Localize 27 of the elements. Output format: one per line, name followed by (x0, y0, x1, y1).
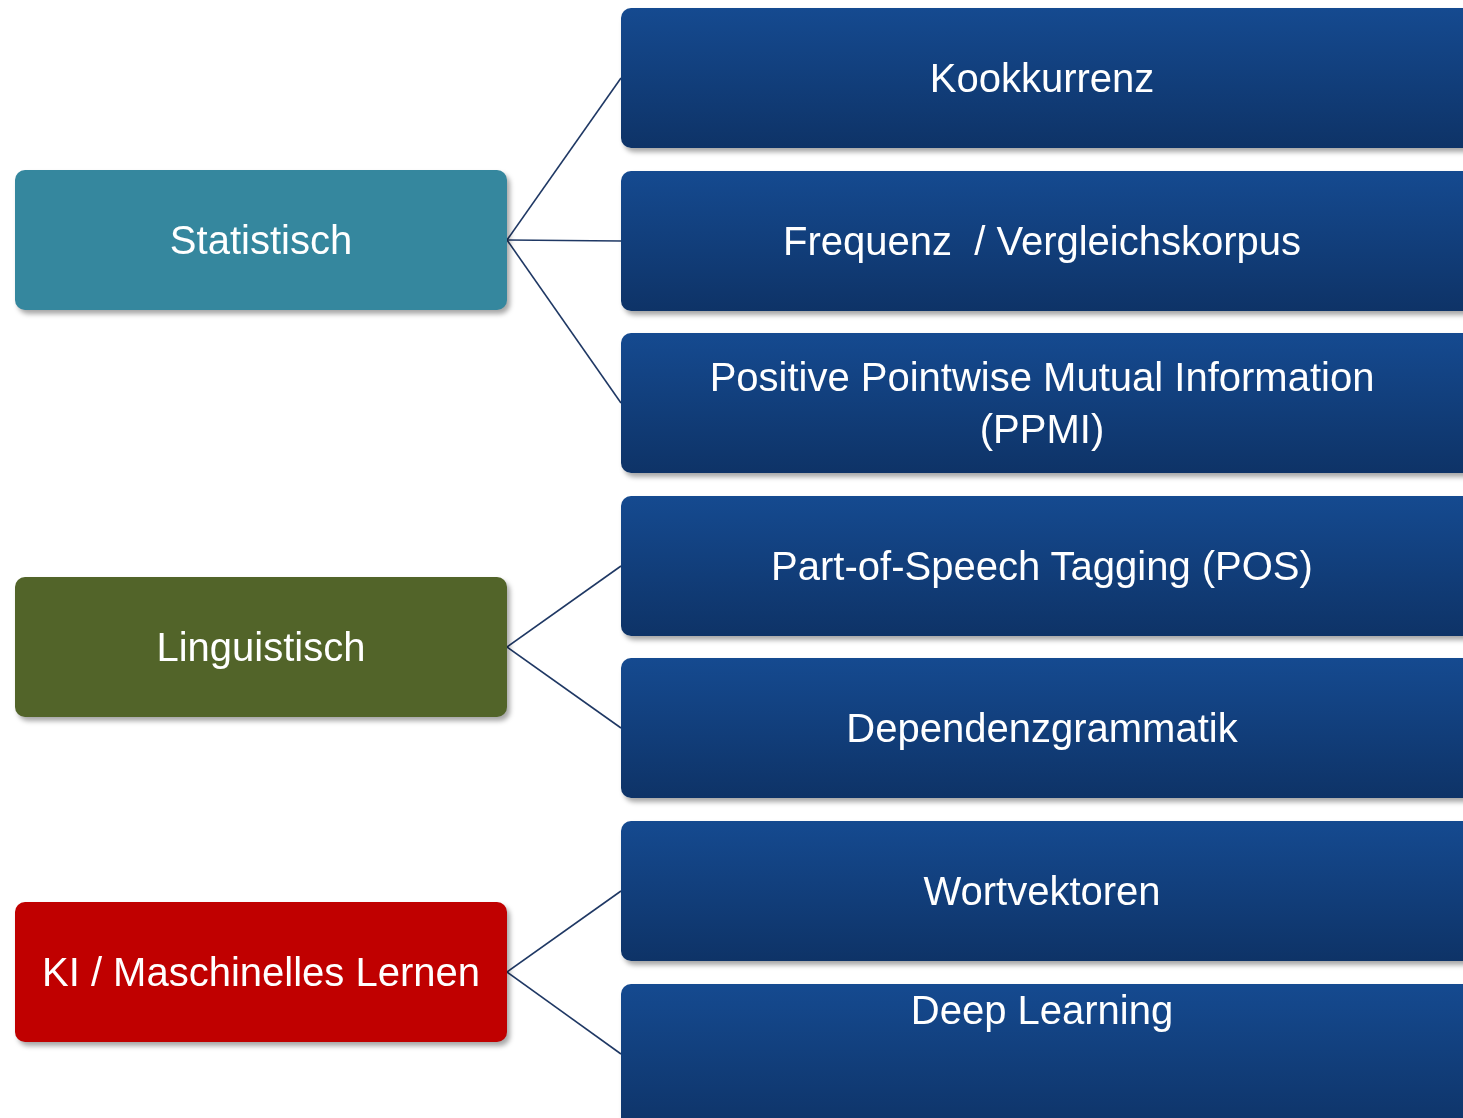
method-box (621, 333, 1463, 473)
method-box (621, 658, 1463, 798)
connector-line (506, 239, 622, 242)
category-box (15, 170, 507, 310)
method-box (621, 821, 1463, 961)
method-box (621, 171, 1463, 311)
node-label: Part-of-Speech Tagging (POS) (771, 543, 1313, 590)
method-box (621, 496, 1463, 636)
node-label: Frequenz / Vergleichskorpus (782, 218, 1301, 265)
method-box (621, 984, 1463, 1118)
node-label: Statistisch (169, 217, 353, 264)
node-label: Positive Pointwise Mutual Information (PPMI) (708, 354, 1376, 453)
connector-line (506, 890, 622, 973)
connector-line (506, 565, 622, 648)
node-label: Deep Learning (910, 987, 1174, 1034)
connector-line (506, 971, 622, 1055)
category-box (15, 577, 507, 717)
node-label: Linguistisch (156, 624, 366, 671)
method-box (621, 8, 1463, 148)
node-label: Wortvektoren (923, 868, 1161, 915)
node-label: KI / Maschinelles Lernen (42, 949, 480, 996)
connector-line (506, 646, 622, 729)
connector-line (506, 239, 622, 404)
node-label: Dependenzgrammatik (846, 705, 1238, 752)
connector-line (506, 77, 622, 241)
node-label: Kookkurrenz (929, 55, 1155, 102)
category-box (15, 902, 507, 1042)
